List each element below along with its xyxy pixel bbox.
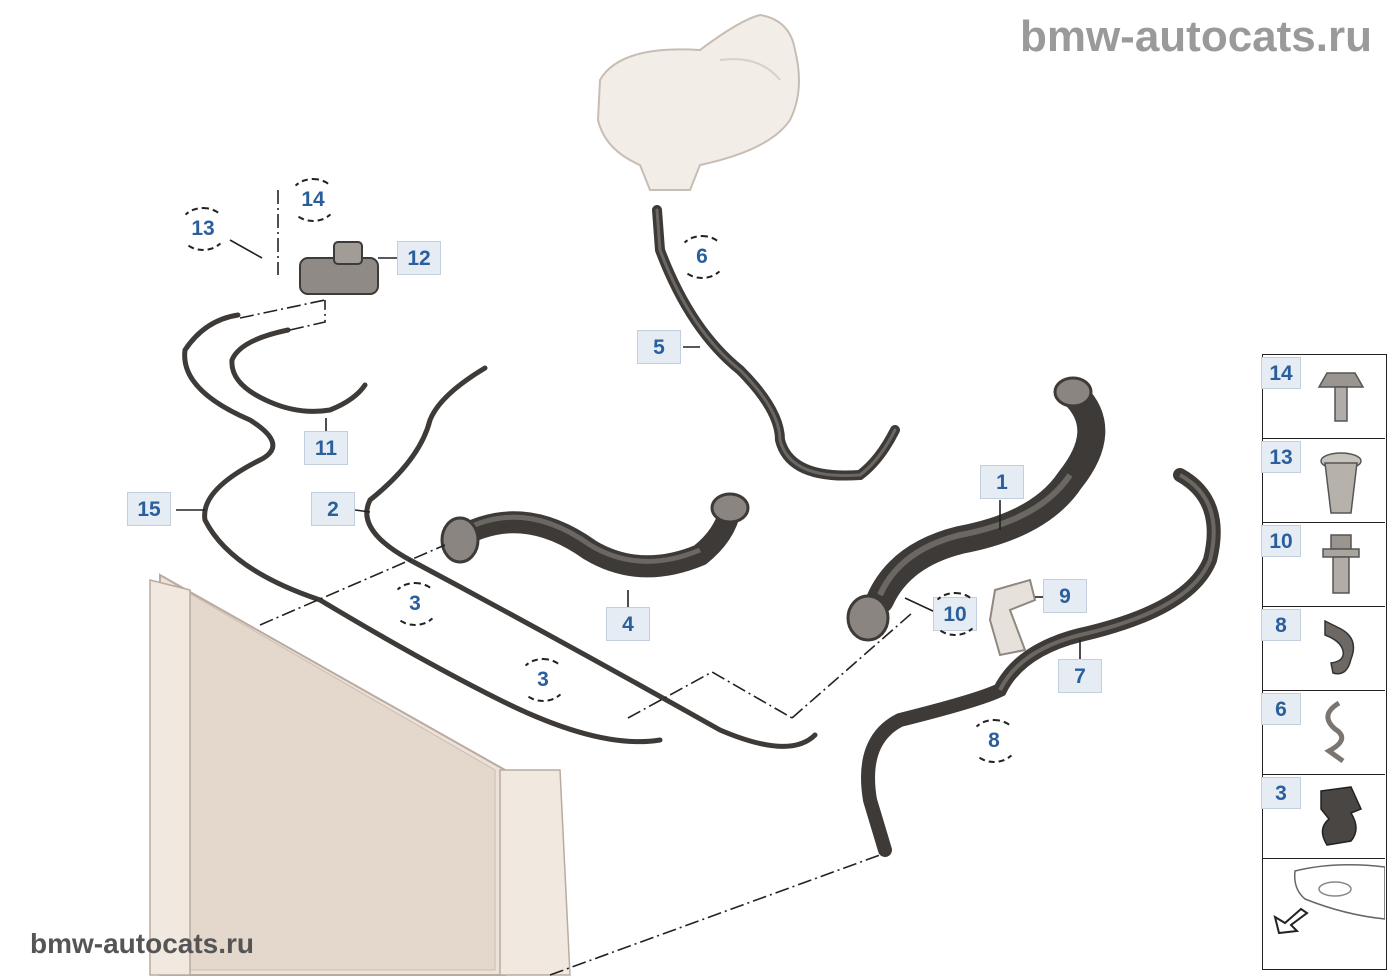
legend-cell-10[interactable]: 10 — [1261, 523, 1385, 607]
watermark-bottom: bmw-autocats.ru — [30, 928, 255, 959]
callout-14[interactable]: 14 — [301, 188, 325, 211]
legend-cell-3[interactable]: 3 — [1261, 775, 1385, 859]
callout-7[interactable]: 7 — [1058, 659, 1102, 693]
callout-2[interactable]: 2 — [311, 492, 355, 526]
callout-13[interactable]: 13 — [191, 217, 215, 240]
expansion-tank — [596, 13, 800, 191]
callout-12[interactable]: 12 — [397, 241, 441, 275]
legend-label-14: 14 — [1261, 357, 1301, 389]
callout-1[interactable]: 1 — [980, 465, 1024, 499]
legend-cell-14[interactable]: 14 — [1261, 355, 1385, 439]
parts-legend: 14 13 10 8 6 3 — [1261, 354, 1387, 970]
callout-leaders — [176, 239, 1081, 660]
callout-3a[interactable]: 3 — [409, 592, 421, 615]
spring-clip-icon — [1324, 700, 1345, 764]
screw-icon — [1317, 372, 1365, 422]
callout-5[interactable]: 5 — [637, 330, 681, 364]
hose-clamp-icon — [1324, 619, 1355, 675]
valve-12 — [299, 241, 379, 295]
callout-4[interactable]: 4 — [606, 607, 650, 641]
legend-cell-8[interactable]: 8 — [1261, 607, 1385, 691]
legend-cell-6[interactable]: 6 — [1261, 691, 1385, 775]
legend-cell-car — [1263, 859, 1385, 969]
legend-label-6: 6 — [1261, 693, 1301, 725]
callout-8[interactable]: 8 — [988, 729, 1000, 752]
legend-label-8: 8 — [1261, 609, 1301, 641]
callout-15[interactable]: 15 — [127, 492, 171, 526]
bolt-icon — [1322, 534, 1360, 594]
holder-clip-icon — [1320, 786, 1363, 846]
legend-label-13: 13 — [1261, 441, 1301, 473]
leader-lines — [239, 190, 913, 976]
callout-10[interactable]: 10 — [933, 597, 977, 631]
watermark-top: bmw-autocats.ru — [1019, 12, 1372, 61]
radiator — [149, 573, 571, 976]
legend-cell-13[interactable]: 13 — [1261, 439, 1385, 523]
callout-11[interactable]: 11 — [304, 431, 348, 465]
hose-7 — [861, 468, 1221, 857]
hose-1 — [866, 381, 1106, 614]
hose-4 — [444, 499, 741, 578]
pipe-15 — [182, 312, 663, 745]
callout-6[interactable]: 6 — [696, 245, 708, 268]
car-position-icon — [1273, 864, 1385, 935]
legend-label-3: 3 — [1261, 777, 1301, 809]
bracket-9 — [988, 578, 1037, 657]
pipe-11 — [229, 327, 368, 414]
callout-3b[interactable]: 3 — [537, 668, 549, 691]
legend-label-10: 10 — [1261, 525, 1301, 557]
nut-clip-icon — [1320, 452, 1362, 514]
callout-9[interactable]: 9 — [1043, 579, 1087, 613]
